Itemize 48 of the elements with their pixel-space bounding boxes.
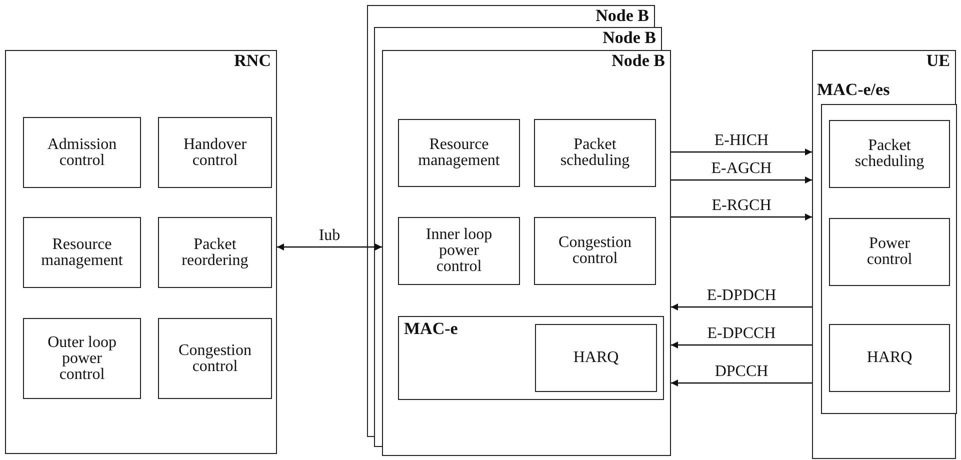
function-box [158, 217, 272, 288]
group-box [398, 316, 664, 400]
arrow [671, 342, 812, 348]
box-label: Power control [866, 236, 914, 268]
group-box [812, 50, 956, 459]
function-box [23, 117, 141, 188]
arrow [671, 304, 812, 310]
box-label: Resource management [40, 236, 124, 268]
function-box [829, 120, 950, 188]
box-label: Inner loop power control [424, 227, 494, 275]
arrow [671, 214, 812, 220]
arrow [671, 148, 812, 156]
function-box [829, 218, 950, 286]
box-label: Handover control [182, 136, 248, 168]
group-title: MAC-e [404, 320, 458, 338]
function-box [23, 217, 141, 288]
group-title: Node B [602, 29, 656, 47]
box-label: Packet scheduling [559, 137, 631, 169]
box-label: Congestion control [178, 342, 252, 374]
box-label: HARQ [866, 350, 912, 366]
function-box [398, 217, 520, 285]
group-box [374, 27, 662, 50]
function-box [534, 119, 656, 187]
group-box [5, 50, 277, 454]
box-label: Resource management [417, 137, 501, 169]
arrow [277, 244, 382, 250]
box-label: Outer loop power control [46, 334, 118, 382]
function-box [158, 117, 272, 188]
function-box [535, 324, 657, 392]
box-label: Admission control [46, 136, 118, 168]
group-box [367, 5, 655, 27]
group-title: RNC [234, 52, 271, 70]
group-title: MAC-e/es [817, 81, 890, 99]
box-label: Packet reordering [180, 236, 250, 268]
function-box [398, 119, 520, 187]
function-box [158, 318, 272, 399]
box-label: HARQ [573, 350, 619, 366]
group-title: UE [926, 52, 950, 70]
group-title: Node B [612, 52, 665, 70]
box-label: Congestion control [558, 235, 632, 267]
function-box [23, 318, 141, 399]
box-label: Packet scheduling [854, 138, 926, 170]
function-box [829, 324, 950, 392]
function-box [534, 217, 656, 285]
arrow [671, 380, 812, 386]
group-title: Node B [596, 7, 649, 25]
arrow [671, 176, 812, 184]
group-box [382, 50, 671, 456]
